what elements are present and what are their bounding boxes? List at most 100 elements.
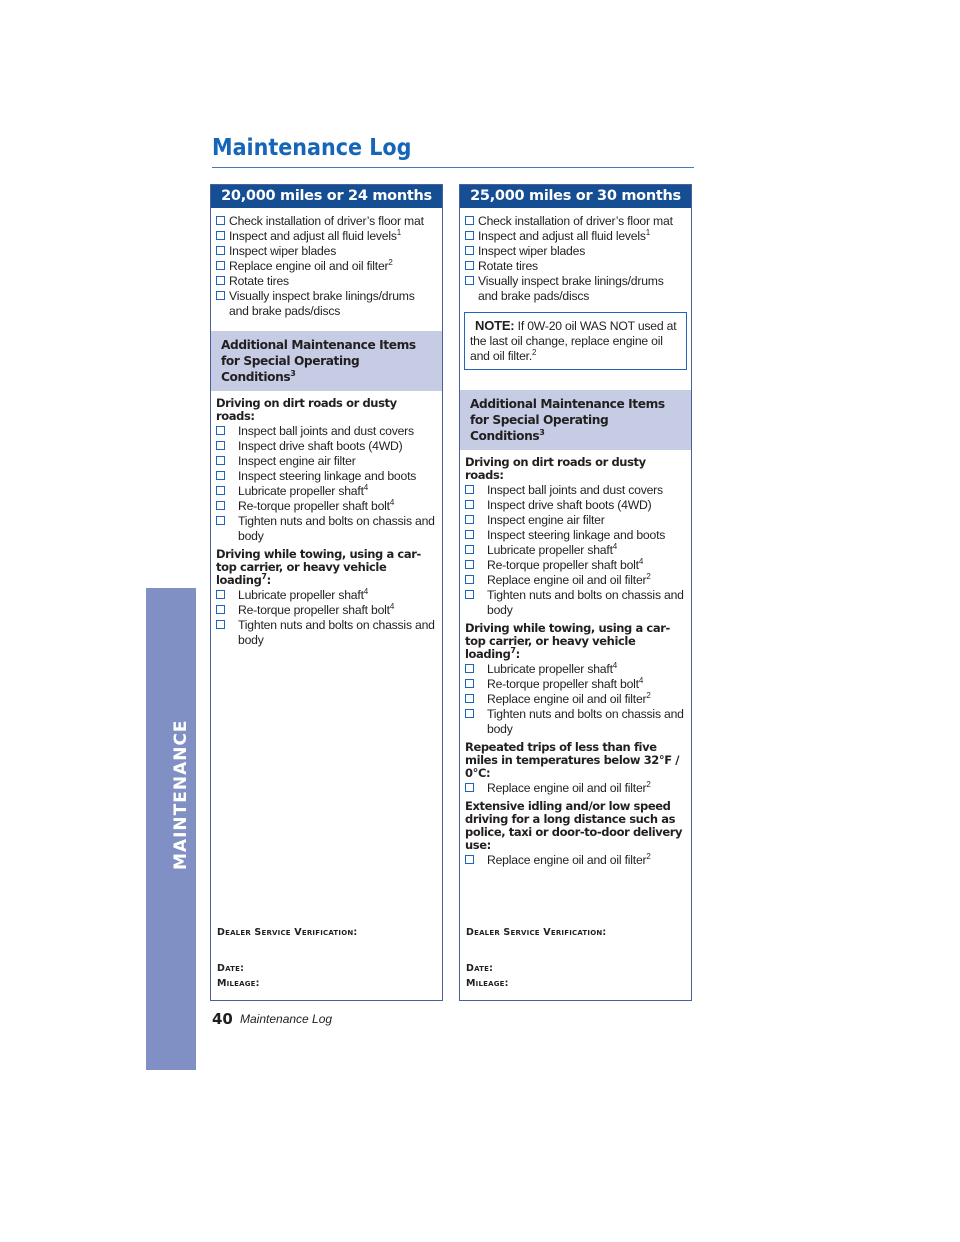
- conditions-list: Driving on dirt roads or dusty roads: Ins…: [216, 397, 437, 648]
- item-text-wrap: Lubricate propeller shaft4: [487, 660, 618, 677]
- checkbox-icon[interactable]: [465, 679, 474, 688]
- condition-heading-text: Driving while towing, using a car-top ca…: [216, 547, 421, 587]
- checkbox-icon[interactable]: [465, 575, 474, 584]
- checkbox-icon[interactable]: [216, 605, 225, 614]
- checkbox-icon[interactable]: [216, 456, 225, 465]
- item-text: Inspect and adjust all fluid levels: [478, 229, 646, 243]
- checklist-item: Tighten nuts and bolts on chassis and bo…: [465, 707, 686, 737]
- item-text-wrap: Tighten nuts and bolts on chassis and bo…: [238, 514, 437, 544]
- item-text: Rotate tires: [229, 274, 289, 288]
- footnote-mark: 7: [510, 646, 516, 656]
- checkbox-icon[interactable]: [465, 261, 474, 270]
- item-text-wrap: Inspect steering linkage and boots: [487, 528, 665, 543]
- checkbox-icon[interactable]: [216, 426, 225, 435]
- checklist-item: Replace engine oil and oil filter2: [465, 571, 686, 588]
- footer-label: Maintenance Log: [240, 1012, 333, 1026]
- checkbox-icon[interactable]: [465, 500, 474, 509]
- item-text: Lubricate propeller shaft: [487, 543, 613, 557]
- page-number: 40: [212, 1010, 233, 1028]
- checkbox-icon[interactable]: [465, 216, 474, 225]
- checkbox-icon[interactable]: [216, 441, 225, 450]
- checkbox-icon[interactable]: [465, 783, 474, 792]
- item-text: Tighten nuts and bolts on chassis and bo…: [238, 618, 435, 647]
- title-rule: [212, 167, 694, 168]
- checklist-item: Tighten nuts and bolts on chassis and bo…: [465, 588, 686, 618]
- checkbox-icon[interactable]: [465, 485, 474, 494]
- checkbox-icon[interactable]: [465, 709, 474, 718]
- checkbox-icon[interactable]: [465, 545, 474, 554]
- checkbox-icon[interactable]: [216, 276, 225, 285]
- side-tab-label: MAINTENANCE: [171, 719, 191, 870]
- column-body: Check installation of driver’s floor mat…: [460, 208, 691, 1000]
- footnote-mark: 2: [532, 347, 537, 357]
- item-text: Tighten nuts and bolts on chassis and bo…: [238, 514, 435, 543]
- checkbox-icon[interactable]: [216, 291, 225, 300]
- checkbox-icon[interactable]: [465, 694, 474, 703]
- checkbox-icon[interactable]: [216, 501, 225, 510]
- column-header: 20,000 miles or 24 months: [211, 185, 442, 208]
- checkbox-icon[interactable]: [216, 216, 225, 225]
- checklist-item: Visually inspect brake linings/drums and…: [465, 274, 686, 304]
- date-label: Date:: [466, 963, 494, 974]
- item-text: Inspect wiper blades: [229, 244, 337, 258]
- condition-heading: Extensive idling and/or low speed drivin…: [465, 800, 686, 852]
- checkbox-icon[interactable]: [465, 276, 474, 285]
- checkbox-icon[interactable]: [216, 246, 225, 255]
- footnote-mark: 2: [388, 257, 393, 267]
- checkbox-icon[interactable]: [465, 515, 474, 524]
- item-text-wrap: Re-torque propeller shaft bolt4: [238, 601, 395, 618]
- checkbox-icon[interactable]: [216, 620, 225, 629]
- checkbox-icon[interactable]: [465, 530, 474, 539]
- item-text-wrap: Replace engine oil and oil filter2: [487, 780, 651, 796]
- checklist-item: Replace engine oil and oil filter2: [216, 257, 437, 274]
- checklist-item: Replace engine oil and oil filter2: [465, 780, 686, 796]
- checklist-item: Inspect engine air filter: [465, 513, 686, 528]
- footnote-mark: 7: [261, 572, 267, 582]
- item-text-wrap: Re-torque propeller shaft bolt4: [487, 556, 644, 573]
- checklist-item: Visually inspect brake linings/drums and…: [216, 289, 437, 319]
- dealer-verification-block: Dealer Service Verification: Date: Milea…: [217, 927, 357, 990]
- checkbox-icon[interactable]: [465, 560, 474, 569]
- standard-items: Check installation of driver’s floor mat…: [216, 214, 437, 319]
- item-text-wrap: Rotate tires: [229, 274, 289, 289]
- checkbox-icon[interactable]: [216, 486, 225, 495]
- footnote-mark: 4: [612, 660, 618, 670]
- footnote-mark: 2: [646, 571, 651, 581]
- checklist-item: Inspect engine air filter: [216, 454, 437, 469]
- item-text: Tighten nuts and bolts on chassis and bo…: [487, 707, 684, 736]
- checklist-item: Inspect steering linkage and boots: [216, 469, 437, 484]
- item-text: Rotate tires: [478, 259, 538, 273]
- item-text: Lubricate propeller shaft: [487, 662, 613, 676]
- item-text-wrap: Check installation of driver’s floor mat: [478, 214, 673, 229]
- item-text-wrap: Visually inspect brake linings/drums and…: [478, 274, 686, 304]
- checkbox-icon[interactable]: [216, 261, 225, 270]
- checkbox-icon[interactable]: [465, 246, 474, 255]
- item-text-wrap: Tighten nuts and bolts on chassis and bo…: [238, 618, 437, 648]
- item-text-wrap: Rotate tires: [478, 259, 538, 274]
- condition-heading-tail: :: [515, 647, 521, 661]
- checkbox-icon[interactable]: [216, 231, 225, 240]
- checkbox-icon[interactable]: [216, 471, 225, 480]
- checkbox-icon[interactable]: [216, 590, 225, 599]
- checkbox-icon[interactable]: [216, 516, 225, 525]
- footnote-mark: 4: [389, 601, 395, 611]
- condition-heading-text: Driving on dirt roads or dusty roads:: [216, 396, 397, 423]
- condition-heading: Driving on dirt roads or dusty roads:: [465, 456, 686, 482]
- dealer-verification-label: Dealer Service Verification:: [466, 927, 607, 938]
- item-text: Replace engine oil and oil filter: [487, 853, 647, 867]
- item-text-wrap: Replace engine oil and oil filter2: [487, 852, 651, 868]
- item-text-wrap: Inspect drive shaft boots (4WD): [487, 498, 652, 513]
- checkbox-icon[interactable]: [465, 590, 474, 599]
- item-text: Check installation of driver’s floor mat: [478, 214, 673, 228]
- checkbox-icon[interactable]: [465, 231, 474, 240]
- item-text-wrap: Re-torque propeller shaft bolt4: [238, 498, 394, 514]
- footnote-mark: 4: [363, 586, 369, 596]
- footnote-mark: 4: [638, 556, 644, 566]
- note-label: NOTE:: [475, 318, 515, 333]
- item-text-wrap: Inspect wiper blades: [478, 244, 585, 259]
- item-text-wrap: Replace engine oil and oil filter2: [487, 571, 651, 588]
- checkbox-icon[interactable]: [465, 664, 474, 673]
- footnote-mark: 3: [539, 427, 545, 437]
- item-text: Inspect drive shaft boots (4WD): [238, 439, 403, 453]
- checkbox-icon[interactable]: [465, 855, 474, 864]
